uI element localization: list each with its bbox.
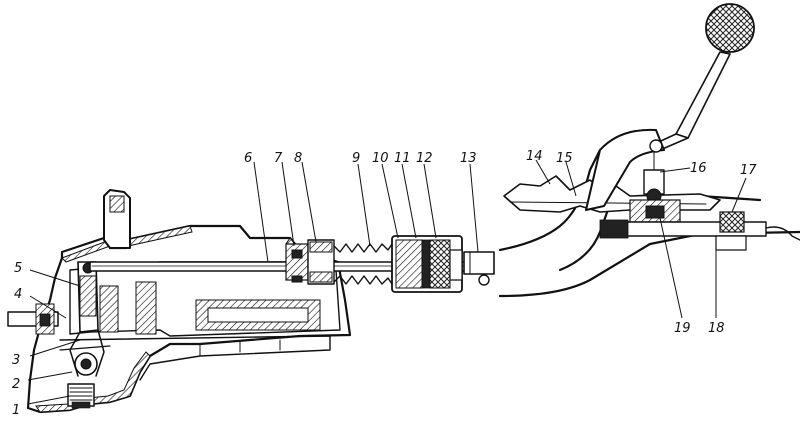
label-17: 17 bbox=[740, 163, 757, 178]
gear-lever bbox=[585, 3, 800, 251]
label-6: 6 bbox=[244, 151, 252, 166]
rod-seal-bushing bbox=[285, 239, 335, 285]
label-7: 7 bbox=[274, 151, 283, 166]
label-9: 9 bbox=[352, 151, 360, 166]
label-19: 19 bbox=[674, 321, 691, 336]
label-12: 12 bbox=[416, 151, 433, 166]
label-1: 1 bbox=[12, 403, 20, 418]
label-15: 15 bbox=[556, 151, 573, 166]
label-10: 10 bbox=[372, 151, 389, 166]
label-3: 3 bbox=[12, 353, 20, 368]
label-8: 8 bbox=[294, 151, 302, 166]
clamp bbox=[463, 251, 495, 286]
label-18: 18 bbox=[708, 321, 725, 336]
label-16: 16 bbox=[690, 161, 707, 176]
rubber-boot bbox=[333, 243, 393, 285]
label-5: 5 bbox=[14, 261, 22, 276]
label-11: 11 bbox=[394, 151, 411, 166]
label-14: 14 bbox=[526, 149, 543, 164]
rod-coupling bbox=[391, 235, 463, 293]
label-2: 2 bbox=[12, 377, 20, 392]
gearbox-housing bbox=[7, 189, 352, 414]
leader-lines bbox=[27, 159, 747, 405]
label-13: 13 bbox=[460, 151, 477, 166]
callout-labels: 1 2 3 4 5 6 7 8 9 10 11 12 13 14 15 16 1… bbox=[12, 149, 757, 418]
label-4: 4 bbox=[14, 287, 22, 302]
